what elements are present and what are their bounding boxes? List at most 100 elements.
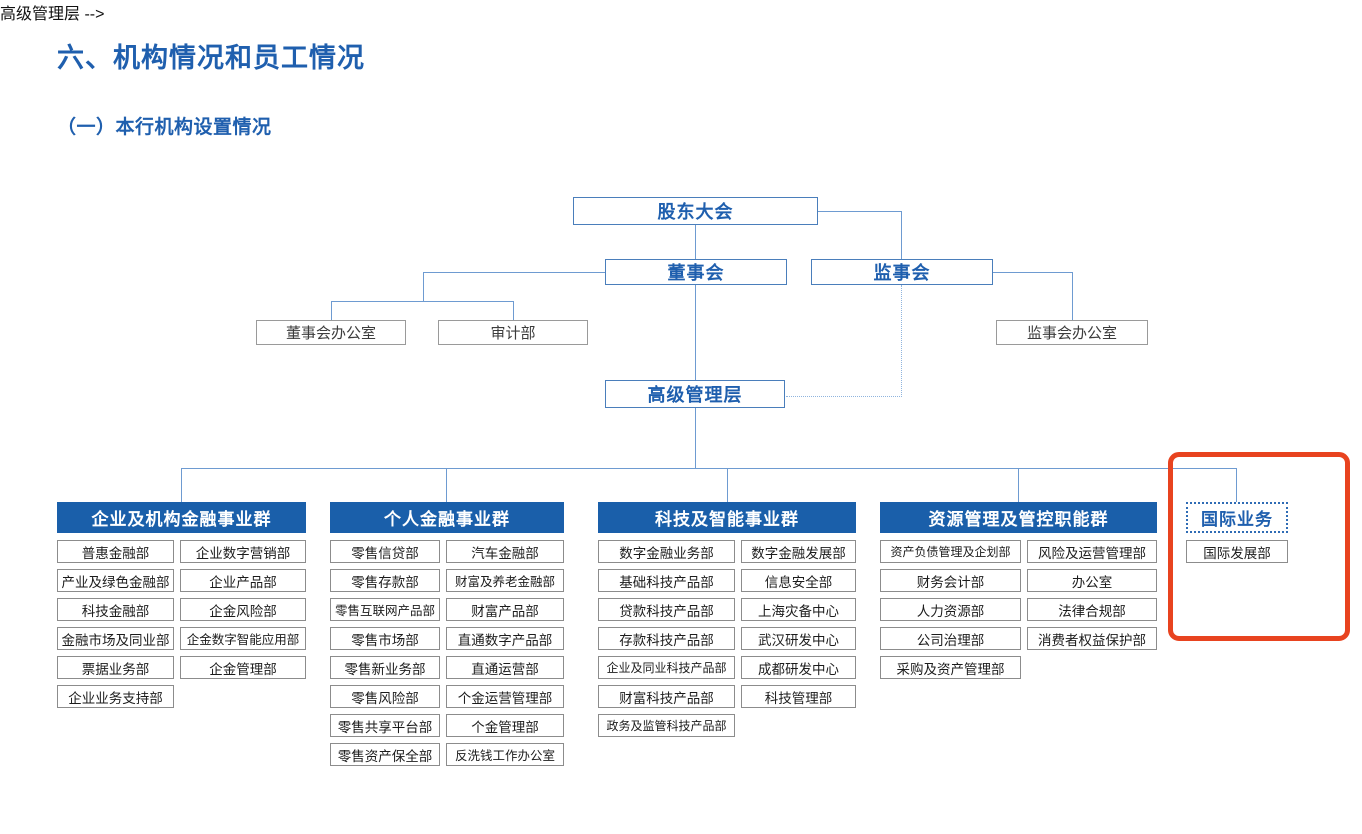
dept-col-4b: 风险及运营管理部 办公室 法律合规部 消费者权益保护部 [1027, 540, 1157, 679]
dept-item[interactable]: 企金风险部 [180, 598, 306, 621]
group-personal-finance: 个人金融事业群 零售信贷部 零售存款部 零售互联网产品部 零售市场部 零售新业务… [330, 502, 564, 766]
connector-board-left [423, 272, 605, 273]
node-supervisors-office: 监事会办公室 [996, 320, 1148, 345]
dept-item[interactable]: 财富产品部 [446, 598, 564, 621]
connector-shareholders-right [818, 211, 902, 212]
dept-grid-5: 国际发展部 [1186, 540, 1288, 563]
node-board-office: 董事会办公室 [256, 320, 406, 345]
dept-item[interactable]: 消费者权益保护部 [1027, 627, 1157, 650]
dept-item[interactable]: 成都研发中心 [741, 656, 856, 679]
dept-col-2a: 零售信贷部 零售存款部 零售互联网产品部 零售市场部 零售新业务部 零售风险部 … [330, 540, 440, 766]
dept-item[interactable]: 武汉研发中心 [741, 627, 856, 650]
connector-to-supervisors-office [1072, 272, 1073, 320]
dept-item[interactable]: 票据业务部 [57, 656, 174, 679]
group-international-business: 国际业务 国际发展部 [1186, 502, 1288, 563]
group-resource-management-control: 资源管理及管控职能群 资产负债管理及企划部 财务会计部 人力资源部 公司治理部 … [880, 502, 1157, 679]
dept-item[interactable]: 数字金融发展部 [741, 540, 856, 563]
dept-item[interactable]: 直通运营部 [446, 656, 564, 679]
connector-to-group-5 [1236, 468, 1237, 502]
dept-item[interactable]: 数字金融业务部 [598, 540, 735, 563]
dept-item[interactable]: 直通数字产品部 [446, 627, 564, 650]
dept-item[interactable]: 个金管理部 [446, 714, 564, 737]
group-corporate-institutional-finance: 企业及机构金融事业群 普惠金融部 产业及绿色金融部 科技金融部 金融市场及同业部… [57, 502, 306, 708]
dept-item[interactable]: 零售存款部 [330, 569, 440, 592]
dept-item[interactable]: 存款科技产品部 [598, 627, 735, 650]
connector-supervisors-right [993, 272, 1073, 273]
dept-item[interactable]: 办公室 [1027, 569, 1157, 592]
dept-item[interactable]: 反洗钱工作办公室 [446, 743, 564, 766]
group-header-corporate-institutional-finance[interactable]: 企业及机构金融事业群 [57, 502, 306, 533]
dept-item[interactable]: 贷款科技产品部 [598, 598, 735, 621]
connector-board-children-bus [331, 301, 514, 302]
dept-item[interactable]: 人力资源部 [880, 598, 1021, 621]
connector-to-supervisors-drop [901, 211, 902, 259]
dept-item[interactable]: 企金管理部 [180, 656, 306, 679]
dept-item[interactable]: 风险及运营管理部 [1027, 540, 1157, 563]
dept-item[interactable]: 信息安全部 [741, 569, 856, 592]
dept-col-3b: 数字金融发展部 信息安全部 上海灾备中心 武汉研发中心 成都研发中心 科技管理部 [741, 540, 856, 737]
node-board-of-supervisors: 监事会 [811, 259, 993, 285]
dept-item[interactable]: 个金运营管理部 [446, 685, 564, 708]
page-title: 六、机构情况和员工情况 [57, 43, 365, 73]
dept-grid-3: 数字金融业务部 基础科技产品部 贷款科技产品部 存款科技产品部 企业及同业科技产… [598, 540, 856, 737]
connector-to-audit [513, 301, 514, 320]
dept-item[interactable]: 基础科技产品部 [598, 569, 735, 592]
dept-item[interactable]: 汽车金融部 [446, 540, 564, 563]
group-technology-intelligence: 科技及智能事业群 数字金融业务部 基础科技产品部 贷款科技产品部 存款科技产品部… [598, 502, 856, 737]
node-board-of-directors: 董事会 [605, 259, 787, 285]
dept-col-1a: 普惠金融部 产业及绿色金融部 科技金融部 金融市场及同业部 票据业务部 企业业务… [57, 540, 174, 708]
node-shareholders-meeting: 股东大会 [573, 197, 818, 225]
group-header-personal-finance[interactable]: 个人金融事业群 [330, 502, 564, 533]
dept-item[interactable]: 企金数字智能应用部 [180, 627, 306, 650]
connector-to-board-office [331, 301, 332, 320]
dept-item[interactable]: 政务及监管科技产品部 [598, 714, 735, 737]
dept-item[interactable]: 零售资产保全部 [330, 743, 440, 766]
connector-supervisors-dotted-drop [901, 285, 902, 397]
connector-to-group-3 [727, 468, 728, 502]
dept-item[interactable]: 零售风险部 [330, 685, 440, 708]
node-audit-department: 审计部 [438, 320, 588, 345]
dept-item[interactable]: 科技管理部 [741, 685, 856, 708]
dept-col-4a: 资产负债管理及企划部 财务会计部 人力资源部 公司治理部 采购及资产管理部 [880, 540, 1021, 679]
connector-to-group-1 [181, 468, 182, 502]
connector-supervisors-dotted-run [786, 396, 902, 397]
dept-item[interactable]: 金融市场及同业部 [57, 627, 174, 650]
dept-item[interactable]: 企业业务支持部 [57, 685, 174, 708]
dept-col-1b: 企业数字营销部 企业产品部 企金风险部 企金数字智能应用部 企金管理部 [180, 540, 306, 708]
dept-item[interactable]: 零售互联网产品部 [330, 598, 440, 621]
dept-item[interactable]: 零售共享平台部 [330, 714, 440, 737]
dept-item[interactable]: 上海灾备中心 [741, 598, 856, 621]
dept-item[interactable]: 财富及养老金融部 [446, 569, 564, 592]
dept-grid-1: 普惠金融部 产业及绿色金融部 科技金融部 金融市场及同业部 票据业务部 企业业务… [57, 540, 306, 708]
dept-item[interactable]: 企业数字营销部 [180, 540, 306, 563]
dept-item[interactable]: 科技金融部 [57, 598, 174, 621]
dept-item[interactable]: 资产负债管理及企划部 [880, 540, 1021, 563]
dept-col-3a: 数字金融业务部 基础科技产品部 贷款科技产品部 存款科技产品部 企业及同业科技产… [598, 540, 735, 737]
dept-item[interactable]: 产业及绿色金融部 [57, 569, 174, 592]
dept-col-2b: 汽车金融部 财富及养老金融部 财富产品部 直通数字产品部 直通运营部 个金运营管… [446, 540, 564, 766]
connector-groups-bus [181, 468, 1236, 469]
dept-grid-4: 资产负债管理及企划部 财务会计部 人力资源部 公司治理部 采购及资产管理部 风险… [880, 540, 1157, 679]
dept-item[interactable]: 公司治理部 [880, 627, 1021, 650]
dept-item[interactable]: 零售信贷部 [330, 540, 440, 563]
connector-board-left-drop [423, 272, 424, 301]
dept-item[interactable]: 零售新业务部 [330, 656, 440, 679]
dept-item[interactable]: 财富科技产品部 [598, 685, 735, 708]
dept-item[interactable]: 采购及资产管理部 [880, 656, 1021, 679]
group-header-international-business[interactable]: 国际业务 [1186, 502, 1288, 533]
connector-board-to-senior-mgmt [695, 285, 696, 380]
dept-item[interactable]: 普惠金融部 [57, 540, 174, 563]
connector-shareholders-to-board [695, 225, 696, 259]
group-header-resource-management-control[interactable]: 资源管理及管控职能群 [880, 502, 1157, 533]
dept-item[interactable]: 企业产品部 [180, 569, 306, 592]
node-senior-management: 高级管理层 [605, 380, 785, 408]
dept-item[interactable]: 国际发展部 [1186, 540, 1288, 563]
dept-item[interactable]: 零售市场部 [330, 627, 440, 650]
connector-to-group-2 [446, 468, 447, 502]
dept-item[interactable]: 财务会计部 [880, 569, 1021, 592]
group-header-technology-intelligence[interactable]: 科技及智能事业群 [598, 502, 856, 533]
section-subtitle: （一）本行机构设置情况 [57, 117, 272, 138]
dept-item[interactable]: 法律合规部 [1027, 598, 1157, 621]
dept-item[interactable]: 企业及同业科技产品部 [598, 656, 735, 679]
